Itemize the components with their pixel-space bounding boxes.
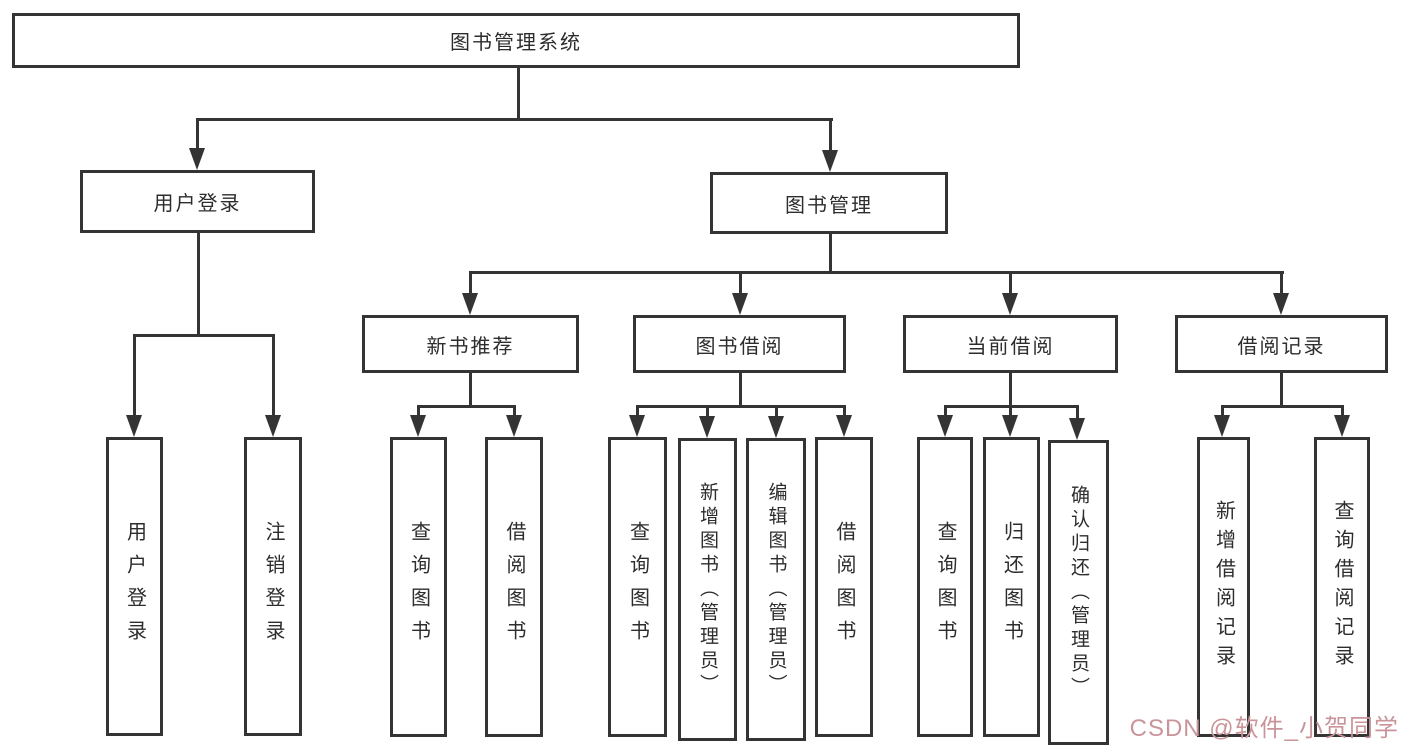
arrow-down-icon	[462, 293, 478, 315]
leaf-current-query: 查询图书	[917, 437, 973, 737]
leaf-newbooks-borrow: 借阅图书	[485, 437, 543, 737]
arrow-down-icon	[732, 293, 748, 315]
leaf-records-query: 查询借阅记录	[1314, 437, 1370, 737]
leaf-current-confirm-admin: 确认归还（管理员）	[1048, 440, 1109, 745]
connector-line	[197, 233, 200, 336]
leaf-current-return: 归还图书	[983, 437, 1040, 737]
connector-line	[196, 118, 833, 121]
arrow-down-icon	[410, 415, 426, 437]
connector-line	[133, 334, 136, 416]
node-current-borrow: 当前借阅	[903, 315, 1118, 373]
arrow-down-icon	[699, 416, 715, 438]
leaf-label: 新增借阅记录	[1212, 500, 1235, 674]
connector-line	[843, 405, 846, 416]
connector-line	[739, 373, 742, 407]
arrow-down-icon	[1334, 415, 1350, 437]
arrow-down-icon	[265, 415, 281, 437]
arrow-down-icon	[822, 150, 838, 172]
leaf-label: 查询图书	[626, 521, 649, 653]
connector-line	[469, 373, 472, 407]
node-new-books: 新书推荐	[362, 315, 579, 373]
connector-line	[775, 405, 778, 416]
connector-line	[829, 234, 832, 273]
connector-line	[196, 118, 199, 150]
leaf-label: 确认归还（管理员）	[1068, 484, 1089, 701]
leaf-label: 查询图书	[407, 521, 430, 653]
leaf-newbooks-query: 查询图书	[390, 437, 447, 737]
arrow-down-icon	[629, 415, 645, 437]
leaf-borrow-add-admin: 新增图书（管理员）	[678, 438, 737, 741]
connector-line	[1221, 405, 1224, 416]
node-root: 图书管理系统	[12, 13, 1020, 68]
leaf-user-login: 用户登录	[106, 437, 163, 736]
connector-line	[1009, 271, 1012, 295]
connector-line	[1221, 405, 1344, 408]
connector-line	[513, 405, 516, 416]
connector-line	[1341, 405, 1344, 416]
connector-line	[636, 405, 639, 416]
connector-line	[1076, 405, 1079, 418]
leaf-label: 注销登录	[262, 520, 284, 653]
connector-line	[469, 271, 1284, 274]
connector-line	[417, 405, 420, 416]
arrow-down-icon	[506, 415, 522, 437]
connector-line	[469, 271, 472, 295]
connector-line	[739, 271, 742, 295]
arrow-down-icon	[1002, 415, 1018, 437]
connector-line	[1280, 271, 1283, 295]
leaf-label: 新增图书（管理员）	[697, 481, 718, 698]
leaf-records-add: 新增借阅记录	[1197, 437, 1250, 737]
connector-line	[1009, 373, 1012, 407]
leaf-label: 借阅图书	[503, 521, 525, 653]
watermark: CSDN @软件_小贺同学	[1129, 715, 1399, 742]
leaf-label: 查询借阅记录	[1331, 500, 1353, 674]
connector-line	[706, 405, 709, 416]
node-book-borrow: 图书借阅	[633, 315, 846, 373]
connector-line	[272, 334, 275, 416]
connector-line	[1280, 373, 1283, 407]
leaf-label: 用户登录	[123, 520, 146, 653]
leaf-label: 查询图书	[934, 521, 956, 653]
leaf-label: 编辑图书（管理员）	[765, 481, 787, 698]
arrow-down-icon	[1214, 415, 1230, 437]
connector-line	[417, 405, 516, 408]
node-user-login: 用户登录	[80, 170, 315, 233]
leaf-label: 借阅图书	[833, 521, 855, 653]
connector-line	[636, 405, 846, 408]
connector-line	[133, 334, 275, 337]
connector-line	[1009, 405, 1012, 416]
leaf-borrow-query: 查询图书	[608, 437, 667, 737]
leaf-borrow-edit-admin: 编辑图书（管理员）	[746, 438, 806, 741]
connector-line	[944, 405, 947, 416]
arrow-down-icon	[768, 416, 784, 438]
leaf-logout: 注销登录	[244, 437, 302, 736]
node-book-mgmt: 图书管理	[710, 172, 948, 234]
arrow-down-icon	[1069, 418, 1085, 440]
arrow-down-icon	[836, 415, 852, 437]
arrow-down-icon	[937, 415, 953, 437]
connector-line	[829, 118, 832, 152]
arrow-down-icon	[126, 415, 142, 437]
arrow-down-icon	[1273, 293, 1289, 315]
arrow-down-icon	[189, 148, 205, 170]
arrow-down-icon	[1002, 293, 1018, 315]
node-borrow-records: 借阅记录	[1175, 315, 1388, 373]
connector-line	[517, 68, 520, 120]
leaf-label: 归还图书	[1000, 521, 1023, 653]
leaf-borrow-borrow: 借阅图书	[815, 437, 873, 737]
